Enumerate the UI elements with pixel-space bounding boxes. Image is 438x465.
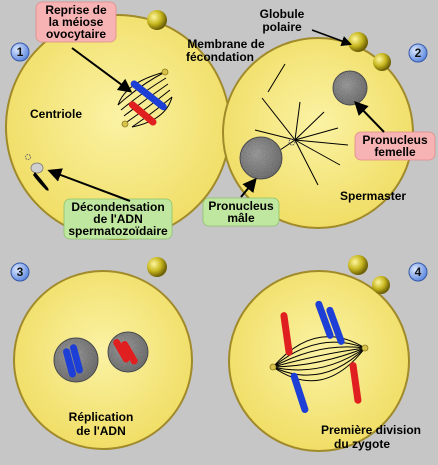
- centrosome-4-right: [361, 344, 369, 352]
- polar-globule-1: [147, 10, 167, 30]
- badge-3-number: 3: [17, 265, 24, 279]
- arrow-pronucleus-male: [240, 177, 257, 198]
- chromosome-red-1: [128, 101, 157, 126]
- cell-4: [228, 270, 410, 452]
- svg-text:ovocytaire: ovocytaire: [46, 27, 106, 41]
- badge-1: [10, 42, 30, 62]
- panel-4: 4 Première division du zygote: [228, 255, 428, 452]
- arrow-globule: [311, 29, 352, 47]
- svg-text:Reprise de: Reprise de: [45, 3, 107, 17]
- spermaster-rays: [254, 63, 349, 186]
- arrow-reprise: [71, 47, 133, 93]
- label-spermaster: Spermaster: [340, 189, 406, 203]
- polar-globule-3: [147, 257, 167, 277]
- svg-text:femelle: femelle: [374, 145, 416, 159]
- label-polaire: polaire: [262, 20, 302, 34]
- arrow-pronucleus-femelle: [354, 100, 385, 133]
- polar-globule-4a: [348, 255, 368, 275]
- mitotic-spindle: [272, 336, 366, 382]
- chromosome-blue-1: [130, 80, 167, 111]
- sperm-nucleus: [25, 154, 49, 191]
- label-division: Première division: [321, 423, 421, 437]
- badge-1-number: 1: [17, 45, 24, 59]
- badge-4: [408, 262, 428, 282]
- badge-4-number: 4: [415, 265, 422, 279]
- label-replication-2: de l'ADN: [76, 424, 126, 438]
- polar-globule-2b: [373, 53, 391, 71]
- svg-text:Décondensation: Décondensation: [71, 200, 164, 214]
- arrow-decondensation: [47, 168, 131, 202]
- label-pronucleus-femelle: Pronucleus femelle: [354, 131, 436, 161]
- label-centriole: Centriole: [30, 107, 82, 121]
- svg-text:Pronucleus: Pronucleus: [208, 199, 274, 213]
- label-fecondation: fécondation: [186, 50, 254, 64]
- label-pronucleus-male: Pronucleus mâle: [202, 197, 280, 227]
- chromosomes-blue-3: [63, 344, 83, 378]
- svg-text:mâle: mâle: [227, 211, 255, 225]
- pronucleus-male: [239, 136, 283, 180]
- chromosomes-red-3: [113, 339, 138, 365]
- centrosome-4-left: [269, 363, 277, 371]
- chromosomes-4: [280, 300, 362, 413]
- svg-text:Pronucleus: Pronucleus: [362, 133, 428, 147]
- cell-3: [13, 270, 193, 450]
- panel-1: 1 Reprise de la méiose ovocytaire: [5, 1, 231, 240]
- panel-3: 3 Réplication de l'ADN: [10, 257, 193, 450]
- label-globule: Globule: [260, 7, 305, 21]
- svg-text:spermatozoïdaire: spermatozoïdaire: [68, 224, 168, 238]
- label-reprise-meiose: Reprise de la méiose ovocytaire: [35, 1, 117, 43]
- badge-3: [10, 262, 30, 282]
- meiotic-spindle: [117, 68, 173, 128]
- panel-2: 2 Globule polaire Membrane de fécondatio…: [186, 7, 436, 229]
- badge-2: [408, 43, 428, 63]
- svg-text:la méiose: la méiose: [49, 15, 104, 29]
- svg-text:de l'ADN: de l'ADN: [93, 212, 143, 226]
- label-replication: Réplication: [69, 410, 134, 424]
- pronucleus-femelle: [332, 70, 368, 106]
- label-division-2: du zygote: [334, 437, 390, 451]
- label-membrane: Membrane de: [187, 37, 265, 51]
- centriole-2: [288, 138, 296, 146]
- polar-globule-2a: [348, 32, 368, 52]
- polar-globule-4b: [372, 276, 390, 294]
- label-decondensation: Décondensation de l'ADN spermatozoïdaire: [63, 198, 173, 240]
- badge-2-number: 2: [415, 46, 422, 60]
